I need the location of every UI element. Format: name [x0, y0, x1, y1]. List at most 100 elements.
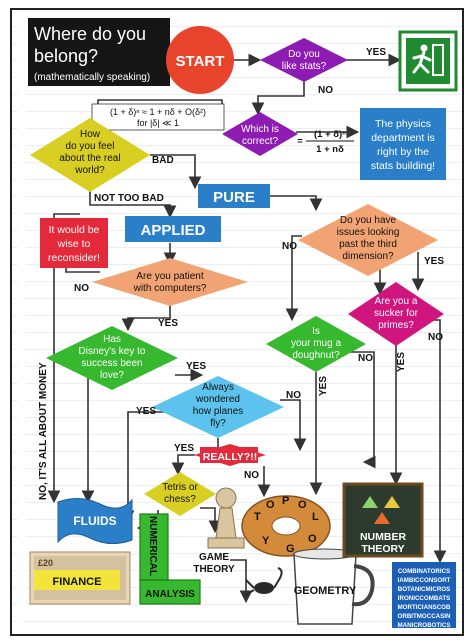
finance-label: FINANCE — [53, 576, 102, 588]
issues-line-3: past the third — [339, 239, 397, 250]
planes-line-4: fly? — [210, 418, 226, 429]
stats-line-2: like stats? — [282, 61, 327, 72]
real-world-line-4: world? — [74, 165, 105, 176]
reconsider-line-1: It would be — [49, 224, 100, 236]
title-line-2: belong? — [34, 46, 98, 66]
label-yes-dimension: YES — [424, 256, 444, 267]
geometry-mug: GEOMETRY — [293, 548, 375, 625]
geometry-label: GEOMETRY — [294, 585, 357, 597]
correct-question: Which is correct? — [222, 112, 298, 156]
label-no-patience: NO — [74, 283, 89, 294]
topology-letter-1: T — [254, 511, 261, 523]
real-world-question: How do you feel about the real world? — [30, 118, 150, 192]
anagram-6: ORBITMOCCASIN — [398, 613, 451, 620]
numerical-analysis-block: NUMERICAL ANALYSIS — [139, 513, 201, 605]
formula-line-1: (1 + δ)ⁿ ≈ 1 + nδ + O(δ²) — [110, 107, 206, 117]
label-yes-really: YES — [174, 443, 194, 454]
finance-banknote: £20 FINANCE — [29, 551, 131, 605]
pure-label: PURE — [213, 189, 255, 206]
disney-line-1: Has — [103, 334, 121, 345]
planes-line-2: wondered — [195, 394, 240, 405]
anagram-7: MANICROBOTICS — [398, 622, 451, 629]
physics-line-4: stats building! — [371, 160, 435, 172]
label-no-stats: NO — [318, 85, 333, 96]
planes-line-1: Always — [202, 382, 234, 393]
disney-line-4: love? — [100, 370, 124, 381]
topology-letter-4: O — [298, 499, 307, 511]
real-world-line-1: How — [80, 129, 101, 140]
label-no-primes: NO — [428, 332, 443, 343]
anagram-3: BOTANICMICROS — [398, 586, 450, 593]
issues-line-2: issues looking — [337, 227, 400, 238]
primes-question: Are you a sucker for primes? — [348, 282, 444, 346]
stats-line-1: Do you — [288, 49, 320, 60]
anagram-5: MORTICIANSCOB — [398, 604, 451, 611]
approximation-formula: (1 + δ)ⁿ ≈ 1 + nδ + O(δ²) for |δ| ≪ 1 — [91, 103, 225, 131]
fraction-numerator: (1 + δ)ⁿ — [314, 129, 346, 140]
dimension-question: Do you have issues looking past the thir… — [298, 204, 438, 276]
disney-line-3: success been — [81, 358, 142, 369]
number-theory-line-1: NUMBER — [360, 531, 406, 543]
primes-line-1: Are you a — [375, 296, 418, 307]
planes-question: Always wondered how planes fly? — [152, 376, 284, 438]
topology-letter-7: G — [286, 543, 295, 555]
money-side-label: NO, IT'S ALL ABOUT MONEY — [38, 362, 49, 500]
number-theory-chalkboard: NUMBER THEORY — [342, 482, 424, 558]
exit-sign — [398, 30, 458, 92]
correct-line-2: correct? — [242, 136, 279, 147]
label-no-planes: NO — [286, 390, 301, 401]
label-yes-planes: YES — [136, 406, 156, 417]
tetris-question: Tetris or chess? — [144, 472, 216, 516]
title-subtitle: (mathematically speaking) — [34, 72, 150, 83]
fraction-denominator: 1 + nδ — [316, 144, 344, 155]
formula-line-2: for |δ| ≪ 1 — [137, 118, 179, 128]
label-no-mug: NO — [358, 353, 373, 364]
real-world-line-2: do you feel — [66, 141, 115, 152]
primes-line-3: primes? — [378, 320, 414, 331]
label-yes-stats: YES — [366, 47, 386, 58]
fluids-label: FLUIDS — [73, 514, 116, 528]
topology-letter-8: Y — [262, 535, 270, 547]
mug-line-2: your mug a — [291, 338, 341, 349]
tetris-line-2: chess? — [164, 494, 196, 505]
applied-box: APPLIED — [125, 216, 221, 242]
title-box: Where do you belong? (mathematically spe… — [28, 18, 170, 86]
primes-line-2: sucker for — [374, 308, 419, 319]
banknote-value: £20 — [38, 558, 53, 568]
anagram-1: COMBINATORICS — [398, 568, 450, 575]
label-yes-mug: YES — [318, 376, 329, 396]
topology-letter-5: L — [312, 511, 319, 523]
label-not-too-bad: NOT TOO BAD — [94, 193, 164, 204]
label-no-really: NO — [244, 470, 259, 481]
topology-letter-6: O — [308, 533, 317, 545]
title-line-1: Where do you — [34, 24, 146, 44]
start-node: START — [166, 26, 234, 94]
chess-pawn-icon: GAME THEORY — [193, 487, 245, 575]
anagram-4: IRONICCOMBATS — [398, 595, 450, 602]
scorpion-icon — [243, 567, 283, 597]
reconsider-line-2: wise to — [57, 238, 91, 250]
label-yes-disney: YES — [186, 361, 206, 372]
disney-question: Has Disney's key to success been love? — [46, 326, 178, 390]
paper-margin — [18, 10, 26, 634]
physics-line-3: right by the — [377, 146, 429, 158]
patient-line-1: Are you patient — [136, 271, 203, 282]
reconsider-box: It would be wise to reconsider! — [40, 218, 108, 268]
tetris-line-1: Tetris or — [162, 482, 198, 493]
flowchart-connectors — [47, 53, 447, 604]
pure-box: PURE — [198, 184, 270, 208]
applied-label: APPLIED — [140, 222, 205, 239]
mug-line-3: doughnut? — [292, 350, 340, 361]
label-no-dimension: NO — [282, 241, 297, 252]
label-yes-patience: YES — [158, 318, 178, 329]
label-yes-primes: YES — [396, 352, 407, 372]
physics-line-1: The physics — [375, 118, 431, 130]
planes-line-3: how planes — [193, 406, 244, 417]
start-label: START — [176, 53, 225, 70]
fraction-formula: (1 + δ)ⁿ 1 + nδ = — [297, 129, 354, 155]
real-world-line-3: about the real — [59, 153, 120, 164]
topology-letter-3: P — [282, 495, 289, 507]
physics-box: The physics department is right by the s… — [360, 108, 446, 180]
